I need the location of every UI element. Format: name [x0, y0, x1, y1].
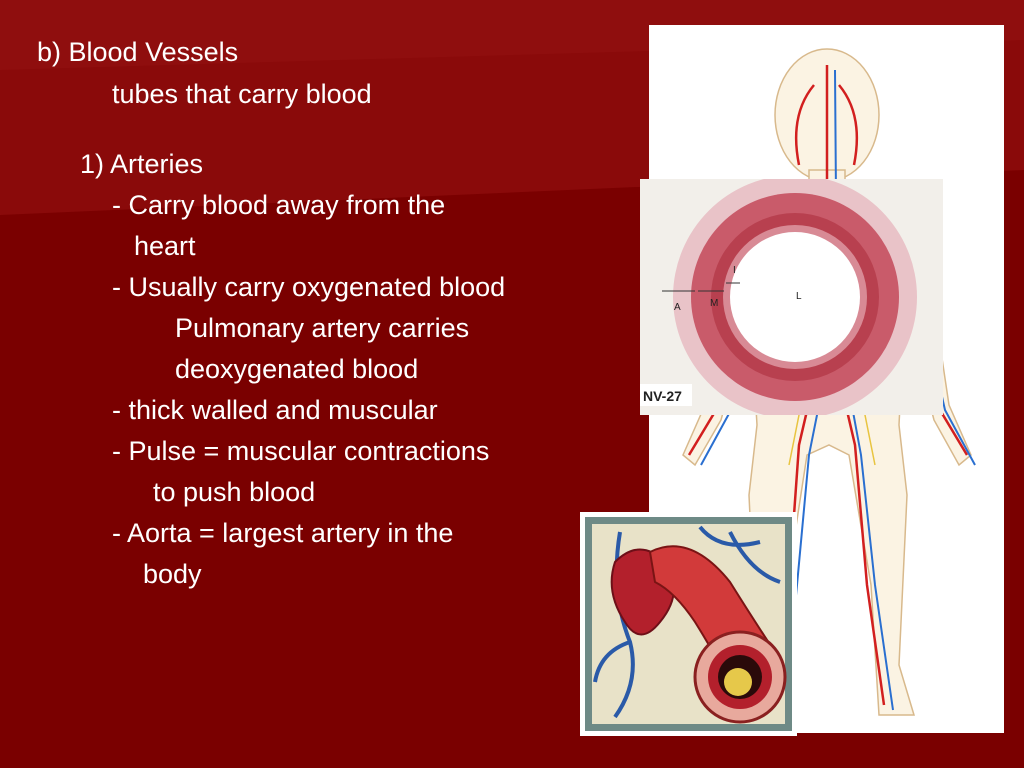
- bullet-line: Pulmonary artery carries: [175, 313, 470, 343]
- label-l: L: [796, 291, 802, 302]
- heart-aorta-illustration-icon: [580, 512, 797, 736]
- label-m: M: [710, 298, 718, 309]
- section-title: 1) Arteries: [80, 149, 204, 179]
- bullet-line: body: [143, 559, 202, 589]
- bullet-line: - Usually carry oxygenated blood: [112, 272, 506, 302]
- bullet-line: - Carry blood away from the: [112, 190, 446, 220]
- bullet-line: - thick walled and muscular: [112, 395, 438, 425]
- label-i: I: [733, 265, 736, 276]
- bullet-line: to push blood: [153, 477, 316, 507]
- bullet-line: deoxygenated blood: [175, 354, 419, 384]
- label-a: A: [674, 302, 681, 313]
- bullet-line: heart: [134, 231, 196, 261]
- micrograph-code: NV-27: [643, 388, 682, 404]
- bullet-line: - Pulse = muscular contractions: [112, 436, 490, 466]
- bullet-line: - Aorta = largest artery in the: [112, 518, 454, 548]
- artery-micrograph-icon: A M I L NV-27: [640, 179, 943, 415]
- slide-heading: b) Blood Vessels: [37, 37, 239, 67]
- slide-subheading: tubes that carry blood: [112, 79, 372, 109]
